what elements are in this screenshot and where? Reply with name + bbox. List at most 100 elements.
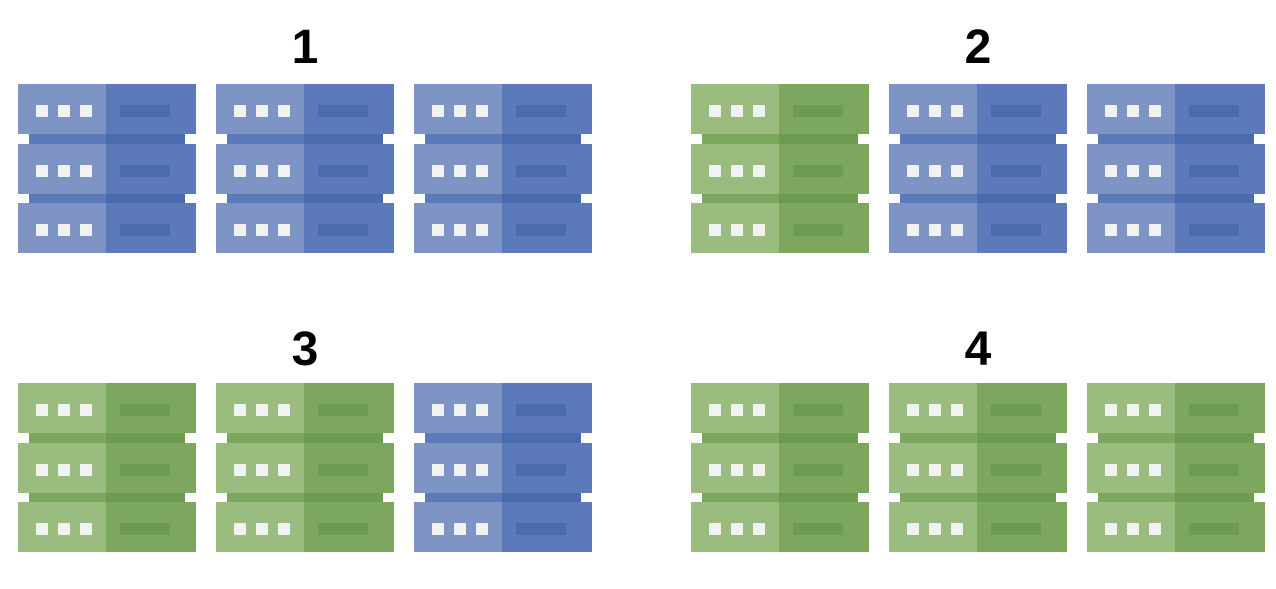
led-square bbox=[476, 523, 488, 535]
led-square bbox=[951, 164, 963, 177]
divider-band-right bbox=[502, 193, 581, 203]
divider-band-right bbox=[106, 492, 185, 502]
led-square bbox=[731, 224, 743, 236]
vent-bar bbox=[1189, 463, 1239, 476]
led-square bbox=[1127, 105, 1139, 117]
vent-bar bbox=[1189, 105, 1239, 117]
vent-bar bbox=[318, 463, 368, 476]
divider-band-right bbox=[502, 433, 581, 443]
vent-bar bbox=[793, 105, 843, 117]
rack-divider bbox=[889, 433, 1067, 443]
rack-divider bbox=[216, 492, 394, 502]
led-square bbox=[58, 224, 70, 236]
step-label: 2 bbox=[964, 21, 992, 74]
divider-band-right bbox=[977, 433, 1056, 443]
led-square bbox=[454, 463, 466, 476]
led-square bbox=[709, 463, 721, 476]
divider-band-right bbox=[779, 433, 858, 443]
rack-row bbox=[18, 383, 592, 552]
rack-divider bbox=[691, 492, 869, 502]
divider-band-left bbox=[900, 433, 977, 443]
led-square bbox=[929, 105, 941, 117]
vent-bar bbox=[991, 523, 1041, 535]
divider-band-right bbox=[779, 134, 858, 144]
led-square bbox=[951, 463, 963, 476]
led-lights bbox=[709, 105, 765, 117]
led-square bbox=[58, 105, 70, 117]
led-square bbox=[951, 404, 963, 416]
divider-band-left bbox=[900, 492, 977, 502]
led-square bbox=[454, 404, 466, 416]
server-unit bbox=[414, 383, 592, 433]
led-square bbox=[1105, 523, 1117, 535]
server-unit bbox=[18, 383, 196, 433]
led-square bbox=[432, 224, 444, 236]
led-lights bbox=[1105, 463, 1161, 476]
server-unit bbox=[216, 502, 394, 552]
rack-divider bbox=[216, 134, 394, 144]
server-unit bbox=[216, 383, 394, 433]
led-square bbox=[731, 523, 743, 535]
server-group-2: 2 bbox=[691, 24, 1265, 253]
server-unit bbox=[1087, 502, 1265, 552]
divider-band-left bbox=[900, 193, 977, 203]
vent-bar bbox=[318, 224, 368, 236]
server-unit bbox=[889, 84, 1067, 134]
divider-band-right bbox=[977, 134, 1056, 144]
led-lights bbox=[234, 523, 290, 535]
server-rack bbox=[1087, 383, 1265, 552]
led-square bbox=[1127, 164, 1139, 177]
led-square bbox=[753, 523, 765, 535]
divider-band-left bbox=[29, 492, 106, 502]
divider-band-left bbox=[702, 433, 779, 443]
led-square bbox=[1127, 404, 1139, 416]
led-square bbox=[454, 105, 466, 117]
vent-bar bbox=[120, 523, 170, 535]
vent-bar bbox=[120, 463, 170, 476]
led-square bbox=[278, 404, 290, 416]
divider-band-left bbox=[1098, 193, 1175, 203]
divider-band-right bbox=[1175, 193, 1254, 203]
led-square bbox=[1149, 404, 1161, 416]
vent-bar bbox=[120, 224, 170, 236]
led-lights bbox=[432, 164, 488, 177]
led-square bbox=[278, 523, 290, 535]
led-square bbox=[432, 523, 444, 535]
led-square bbox=[234, 404, 246, 416]
led-lights bbox=[234, 105, 290, 117]
step-label: 1 bbox=[291, 21, 319, 74]
rack-row bbox=[691, 383, 1265, 552]
led-square bbox=[951, 523, 963, 535]
divider-band-left bbox=[29, 433, 106, 443]
server-unit bbox=[216, 442, 394, 493]
led-square bbox=[929, 404, 941, 416]
led-square bbox=[1105, 404, 1117, 416]
server-unit bbox=[414, 442, 592, 493]
led-square bbox=[907, 523, 919, 535]
led-lights bbox=[36, 523, 92, 535]
led-lights bbox=[432, 523, 488, 535]
vent-bar bbox=[793, 463, 843, 476]
server-rack bbox=[889, 84, 1067, 253]
server-unit bbox=[1087, 84, 1265, 134]
led-square bbox=[432, 164, 444, 177]
led-lights bbox=[907, 105, 963, 117]
led-square bbox=[36, 404, 48, 416]
divider-band-left bbox=[425, 134, 502, 144]
led-lights bbox=[1105, 105, 1161, 117]
led-lights bbox=[36, 164, 92, 177]
led-lights bbox=[234, 404, 290, 416]
led-square bbox=[476, 164, 488, 177]
rack-divider bbox=[18, 433, 196, 443]
led-square bbox=[1105, 463, 1117, 476]
rack-divider bbox=[414, 193, 592, 203]
divider-band-right bbox=[304, 433, 383, 443]
vent-bar bbox=[991, 224, 1041, 236]
led-square bbox=[476, 105, 488, 117]
divider-band-right bbox=[1175, 433, 1254, 443]
server-rack bbox=[216, 84, 394, 253]
server-unit bbox=[216, 84, 394, 134]
server-unit bbox=[889, 502, 1067, 552]
led-square bbox=[907, 224, 919, 236]
divider-band-left bbox=[425, 433, 502, 443]
